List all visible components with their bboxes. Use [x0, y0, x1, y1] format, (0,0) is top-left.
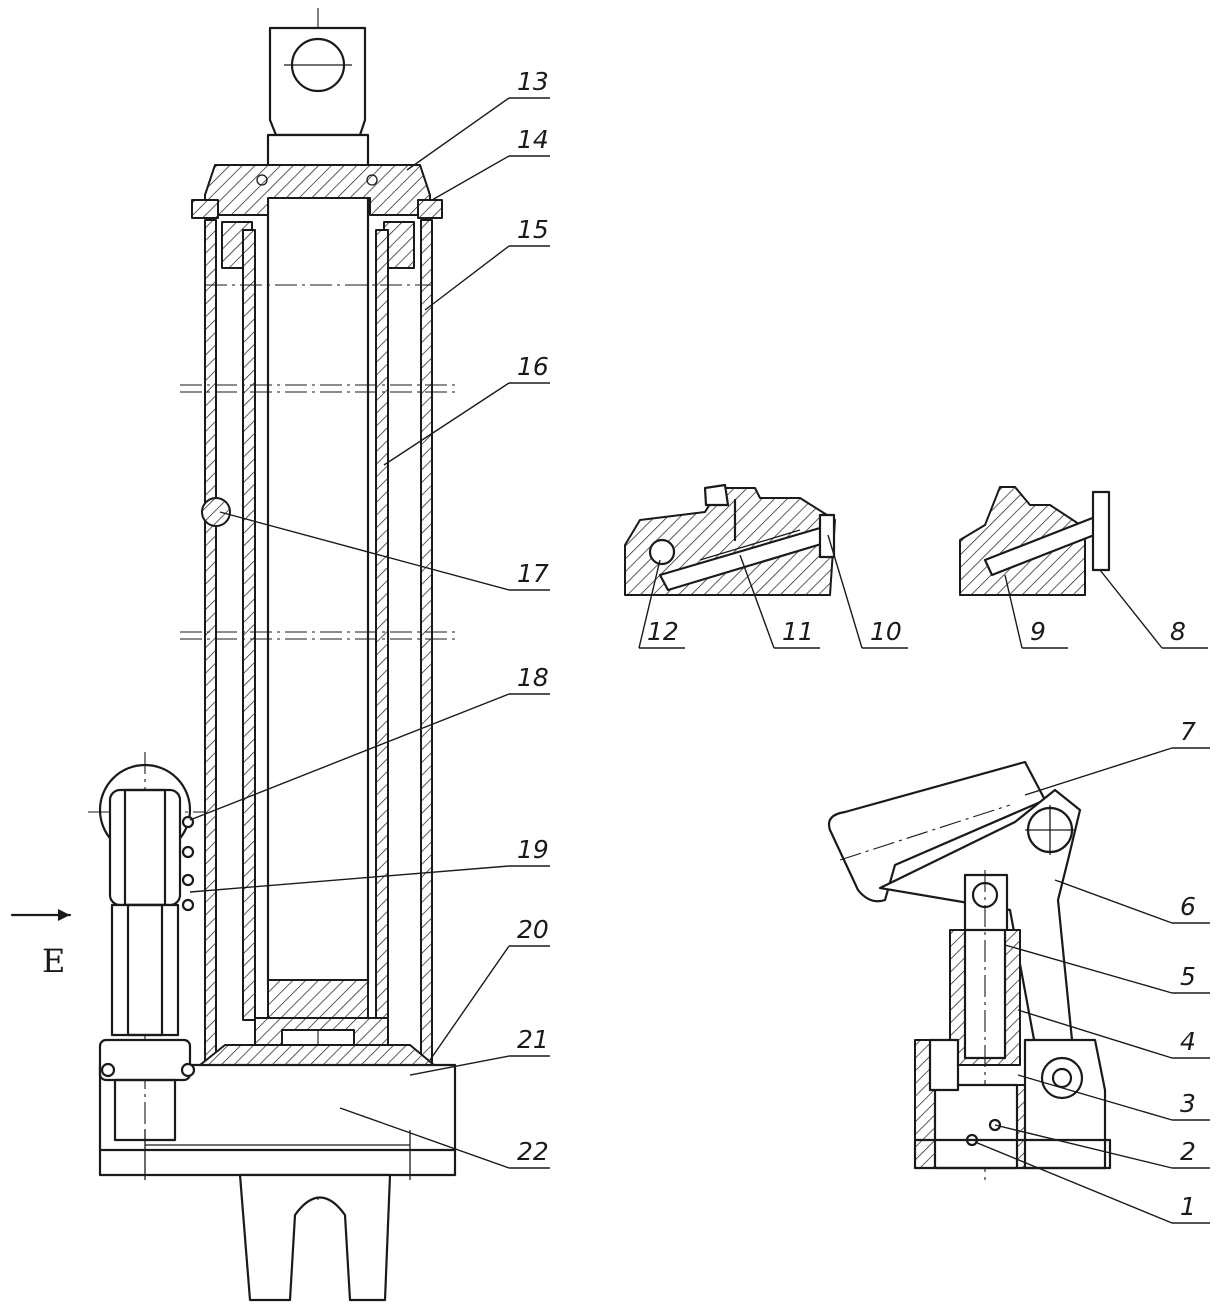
- inner-cylinder-left: [242, 229, 256, 1021]
- callout-number-7: 7: [1180, 717, 1196, 746]
- callout-leader: [1054, 879, 1173, 924]
- direction-label: E: [42, 942, 65, 980]
- callout-number-19: 19: [517, 835, 549, 864]
- callout-number-18: 18: [517, 663, 549, 692]
- callout-number-5: 5: [1180, 962, 1196, 991]
- callout-leader: [189, 865, 510, 893]
- callout-leader: [1004, 944, 1173, 994]
- callout-number-9: 9: [1030, 617, 1046, 646]
- callout-number-22: 22: [517, 1137, 549, 1166]
- callout-number-11: 11: [782, 617, 814, 646]
- callout-number-16: 16: [517, 352, 549, 381]
- callout-number-13: 13: [517, 67, 549, 96]
- callout-leader: [219, 511, 510, 591]
- check-valve: [201, 497, 231, 527]
- handle-socket: [827, 760, 1047, 903]
- callout-leader: [974, 1141, 1173, 1224]
- outer-cylinder-left: [204, 219, 217, 1066]
- ram-head: [268, 26, 367, 137]
- callout-number-6: 6: [1180, 892, 1196, 921]
- claw-foot: [238, 1173, 392, 1302]
- callout-leader: [406, 97, 510, 171]
- callout-leader: [994, 1124, 1173, 1169]
- callout-number-10: 10: [870, 617, 902, 646]
- valve-detail-right: [959, 486, 1111, 596]
- callout-number-21: 21: [517, 1025, 549, 1054]
- callout-leader: [739, 554, 775, 649]
- callout-number-12: 12: [647, 617, 679, 646]
- callout-leader: [189, 693, 510, 821]
- callout-number-4: 4: [1180, 1027, 1196, 1056]
- callout-leader: [1099, 569, 1163, 649]
- ram-rod: [266, 133, 370, 987]
- side-pump-assembly: [88, 752, 205, 1142]
- outer-cylinder-right: [420, 219, 433, 1066]
- callout-number-3: 3: [1180, 1089, 1196, 1118]
- callout-number-2: 2: [1180, 1137, 1196, 1166]
- callout-number-8: 8: [1170, 617, 1186, 646]
- callout-leader: [424, 245, 510, 311]
- callout-leader: [1017, 1074, 1173, 1121]
- pump-detail: [827, 760, 1112, 1180]
- callout-leader: [1017, 1009, 1173, 1059]
- callout-leader: [827, 534, 863, 649]
- lever: [878, 788, 1082, 1047]
- inner-cylinder-right: [375, 229, 389, 1021]
- callout-number-17: 17: [517, 559, 549, 588]
- callout-number-20: 20: [517, 915, 549, 944]
- callout-number-15: 15: [517, 215, 549, 244]
- valve-detail-left: [624, 483, 836, 596]
- callout-number-14: 14: [517, 125, 549, 154]
- callout-leader: [1024, 747, 1173, 796]
- callout-number-1: 1: [1180, 1192, 1196, 1221]
- callout-leader: [339, 1107, 510, 1169]
- callout-leader: [409, 1055, 510, 1076]
- main-jack-section: E: [10, 8, 457, 1302]
- callout-leader: [383, 382, 510, 466]
- base-plate: [98, 1063, 457, 1177]
- callout-leader: [431, 155, 510, 201]
- callout-leader: [638, 559, 661, 649]
- callout-leader: [429, 945, 510, 1061]
- callout-leader: [1004, 574, 1023, 649]
- piston: [267, 979, 369, 1023]
